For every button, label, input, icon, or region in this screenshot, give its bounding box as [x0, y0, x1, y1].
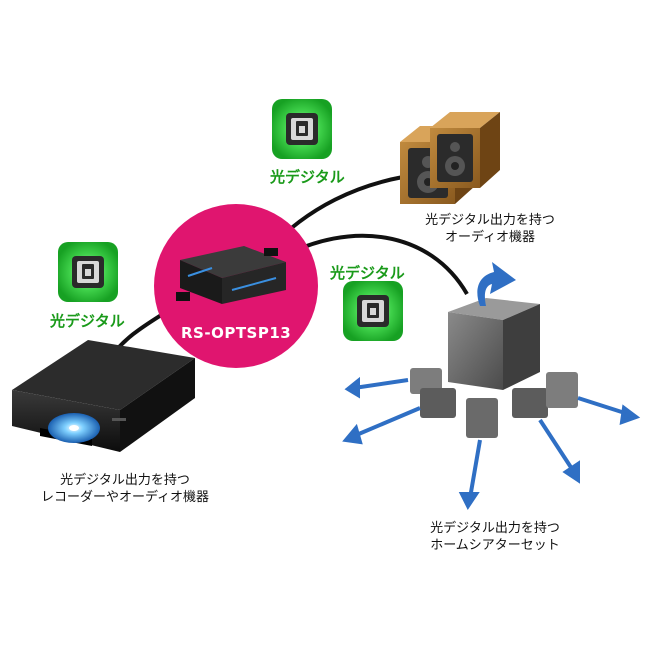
recorder-caption-line2: レコーダーやオーディオ機器: [40, 490, 210, 505]
optical-badge-2: [58, 242, 118, 302]
recorder-caption: 光デジタル出力を持つ レコーダーやオーディオ機器: [30, 472, 220, 506]
speaker-pair: [400, 112, 500, 204]
home-theater-caption-line2: ホームシアターセット: [430, 538, 560, 553]
curved-arrow-icon: [477, 262, 516, 306]
optical-badge-3: [343, 281, 403, 341]
speakers-caption-line2: オーディオ機器: [444, 230, 536, 245]
splitter-device: [176, 246, 286, 304]
recorder-caption-line1: 光デジタル出力を持つ: [60, 473, 190, 488]
speakers-caption: 光デジタル出力を持つ オーディオ機器: [415, 212, 565, 246]
optical-label-2: 光デジタル: [50, 312, 125, 330]
optical-badge-1: [272, 99, 332, 159]
recorder-player: [12, 340, 195, 452]
home-theater-caption-line1: 光デジタル出力を持つ: [430, 521, 560, 536]
device-model-label: RS-OPTSP13: [181, 324, 292, 342]
speakers-caption-line1: 光デジタル出力を持つ: [425, 213, 555, 228]
optical-label-3: 光デジタル: [330, 264, 405, 282]
home-theater-set: [342, 262, 641, 510]
home-theater-caption: 光デジタル出力を持つ ホームシアターセット: [410, 520, 580, 554]
optical-label-1: 光デジタル: [270, 168, 345, 186]
